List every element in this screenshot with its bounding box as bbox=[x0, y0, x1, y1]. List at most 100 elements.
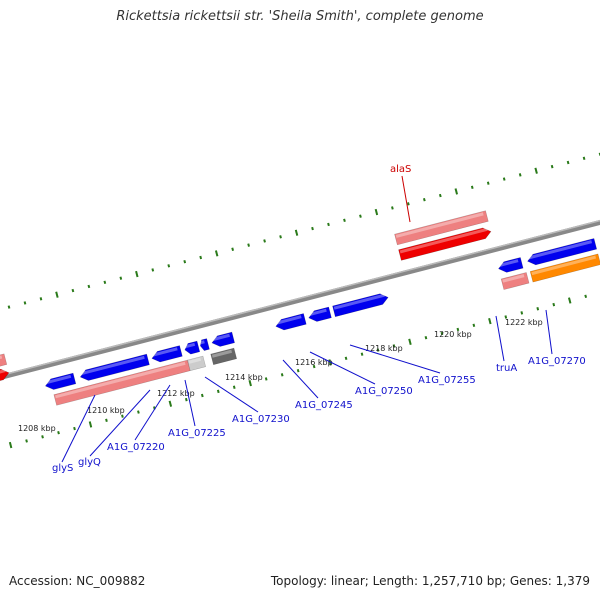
ruler-tick bbox=[328, 359, 332, 366]
ruler-tick bbox=[552, 302, 556, 307]
ruler-tick bbox=[312, 364, 316, 369]
feature-block bbox=[529, 253, 600, 283]
ruler-tick bbox=[231, 247, 234, 251]
feature-shine bbox=[211, 333, 230, 342]
ruler-tick bbox=[438, 193, 442, 198]
feature-shine bbox=[395, 212, 484, 238]
gene-leader-line bbox=[349, 344, 441, 374]
gene-label: glyS bbox=[52, 463, 73, 474]
ruler-tick bbox=[263, 239, 266, 243]
feature-arrow bbox=[151, 345, 183, 363]
feature-arrow bbox=[200, 338, 210, 351]
ruler-tick bbox=[504, 315, 508, 319]
gene-label: A1G_07250 bbox=[355, 386, 413, 397]
ruler-tick bbox=[121, 414, 124, 418]
feature-shine bbox=[333, 293, 385, 310]
gene-leader-line bbox=[282, 359, 319, 399]
ruler-tick bbox=[294, 229, 299, 236]
ruler-tick bbox=[536, 307, 540, 311]
topology-label: Topology: linear; Length: 1,257,710 bp; … bbox=[270, 574, 590, 588]
gene-leader-line bbox=[545, 309, 553, 355]
accession-label: Accession: NC_009882 bbox=[9, 574, 146, 588]
genome-title: Rickettsia rickettsii str. 'Sheila Smith… bbox=[116, 9, 484, 24]
feature-arrow bbox=[211, 331, 235, 347]
ruler-tick bbox=[454, 188, 459, 195]
gene-leader-line bbox=[61, 394, 96, 463]
ruler-tick bbox=[279, 235, 282, 239]
ruler-label: 1208 kbp bbox=[18, 424, 56, 433]
ruler-tick bbox=[550, 164, 554, 169]
ruler-tick bbox=[502, 177, 506, 181]
ruler-tick bbox=[534, 167, 538, 174]
feature-shine bbox=[200, 340, 205, 345]
ruler-tick bbox=[183, 259, 187, 264]
ruler-tick bbox=[57, 430, 60, 435]
ruler-tick bbox=[7, 305, 11, 309]
ruler-tick bbox=[23, 301, 27, 305]
ruler-tick bbox=[360, 352, 364, 356]
ruler-label: 1214 kbp bbox=[225, 373, 263, 382]
feature-shine bbox=[498, 259, 519, 268]
ruler-label: 1212 kbp bbox=[157, 389, 195, 398]
feature-shine bbox=[80, 355, 145, 376]
ruler-label: 1210 kbp bbox=[87, 406, 125, 415]
ruler-tick bbox=[88, 421, 93, 428]
gene-label: A1G_07230 bbox=[232, 414, 290, 425]
ruler-tick bbox=[311, 226, 314, 231]
feature-block bbox=[394, 210, 489, 246]
ruler-tick bbox=[55, 291, 59, 298]
gene-leader-line bbox=[495, 315, 505, 362]
feature-arrow bbox=[398, 227, 492, 261]
gene-label: A1G_07225 bbox=[168, 428, 226, 439]
ruler-tick bbox=[216, 389, 220, 394]
ruler-label: 1222 kbp bbox=[505, 318, 543, 327]
feature-block bbox=[210, 347, 237, 366]
ruler-tick bbox=[167, 264, 171, 268]
ruler-tick bbox=[407, 202, 410, 206]
ruler-tick bbox=[73, 426, 76, 431]
ruler-tick bbox=[280, 373, 284, 377]
feature-block bbox=[0, 353, 8, 373]
ruler-tick bbox=[214, 250, 219, 257]
feature-arrow bbox=[498, 257, 524, 273]
ruler-tick bbox=[8, 441, 13, 449]
ruler-tick bbox=[232, 385, 236, 389]
feature-arrow bbox=[79, 353, 150, 381]
ruler-tick bbox=[374, 208, 379, 216]
ruler-tick bbox=[137, 410, 140, 414]
feature-shine bbox=[184, 342, 196, 349]
ruler-tick bbox=[520, 311, 524, 315]
ruler-label: 1218 kbp bbox=[365, 344, 403, 353]
gene-leader-line bbox=[309, 351, 376, 385]
ruler-tick bbox=[408, 338, 412, 345]
feature-block bbox=[187, 355, 207, 372]
gene-leader-line bbox=[134, 384, 171, 441]
gene-leader-line bbox=[184, 379, 196, 427]
ruler-tick bbox=[598, 152, 600, 156]
feature-shine bbox=[399, 227, 488, 254]
upper-ruler bbox=[7, 152, 600, 309]
gene-leader-line bbox=[401, 175, 411, 223]
feature-shine bbox=[45, 374, 72, 385]
ruler-tick bbox=[456, 327, 460, 332]
gene-label: A1G_07220 bbox=[107, 442, 165, 453]
gene-label: A1G_07245 bbox=[295, 400, 353, 411]
ruler-tick bbox=[424, 335, 428, 340]
feature-arrow bbox=[527, 238, 598, 266]
ruler-tick bbox=[582, 156, 586, 161]
ruler-tick bbox=[135, 270, 139, 278]
ruler-label: 1220 kbp bbox=[434, 330, 472, 339]
feature-arrow bbox=[184, 340, 201, 355]
ruler-tick bbox=[247, 243, 250, 247]
ruler-tick bbox=[39, 297, 43, 301]
ruler-tick bbox=[103, 280, 107, 284]
gene-label: A1G_07255 bbox=[418, 375, 476, 386]
feature-block bbox=[500, 272, 530, 290]
ruler-tick bbox=[376, 348, 380, 352]
ruler-tick bbox=[327, 222, 330, 227]
feature-arrow bbox=[45, 372, 77, 390]
ruler-tick bbox=[486, 181, 490, 185]
feature-arrow bbox=[308, 306, 332, 322]
ruler-tick bbox=[518, 173, 522, 177]
